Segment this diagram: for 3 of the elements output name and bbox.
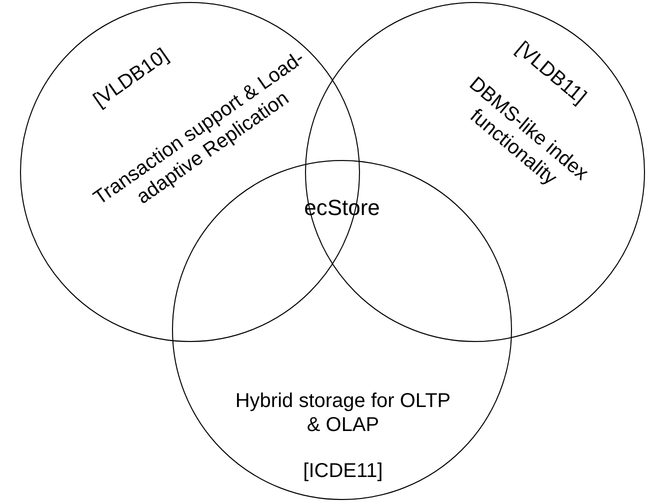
venn-circle — [305, 2, 645, 342]
circle-label: Hybrid storage for OLTP & OLAP — [234, 389, 452, 437]
circle-label: [ICDE11] — [302, 459, 384, 483]
